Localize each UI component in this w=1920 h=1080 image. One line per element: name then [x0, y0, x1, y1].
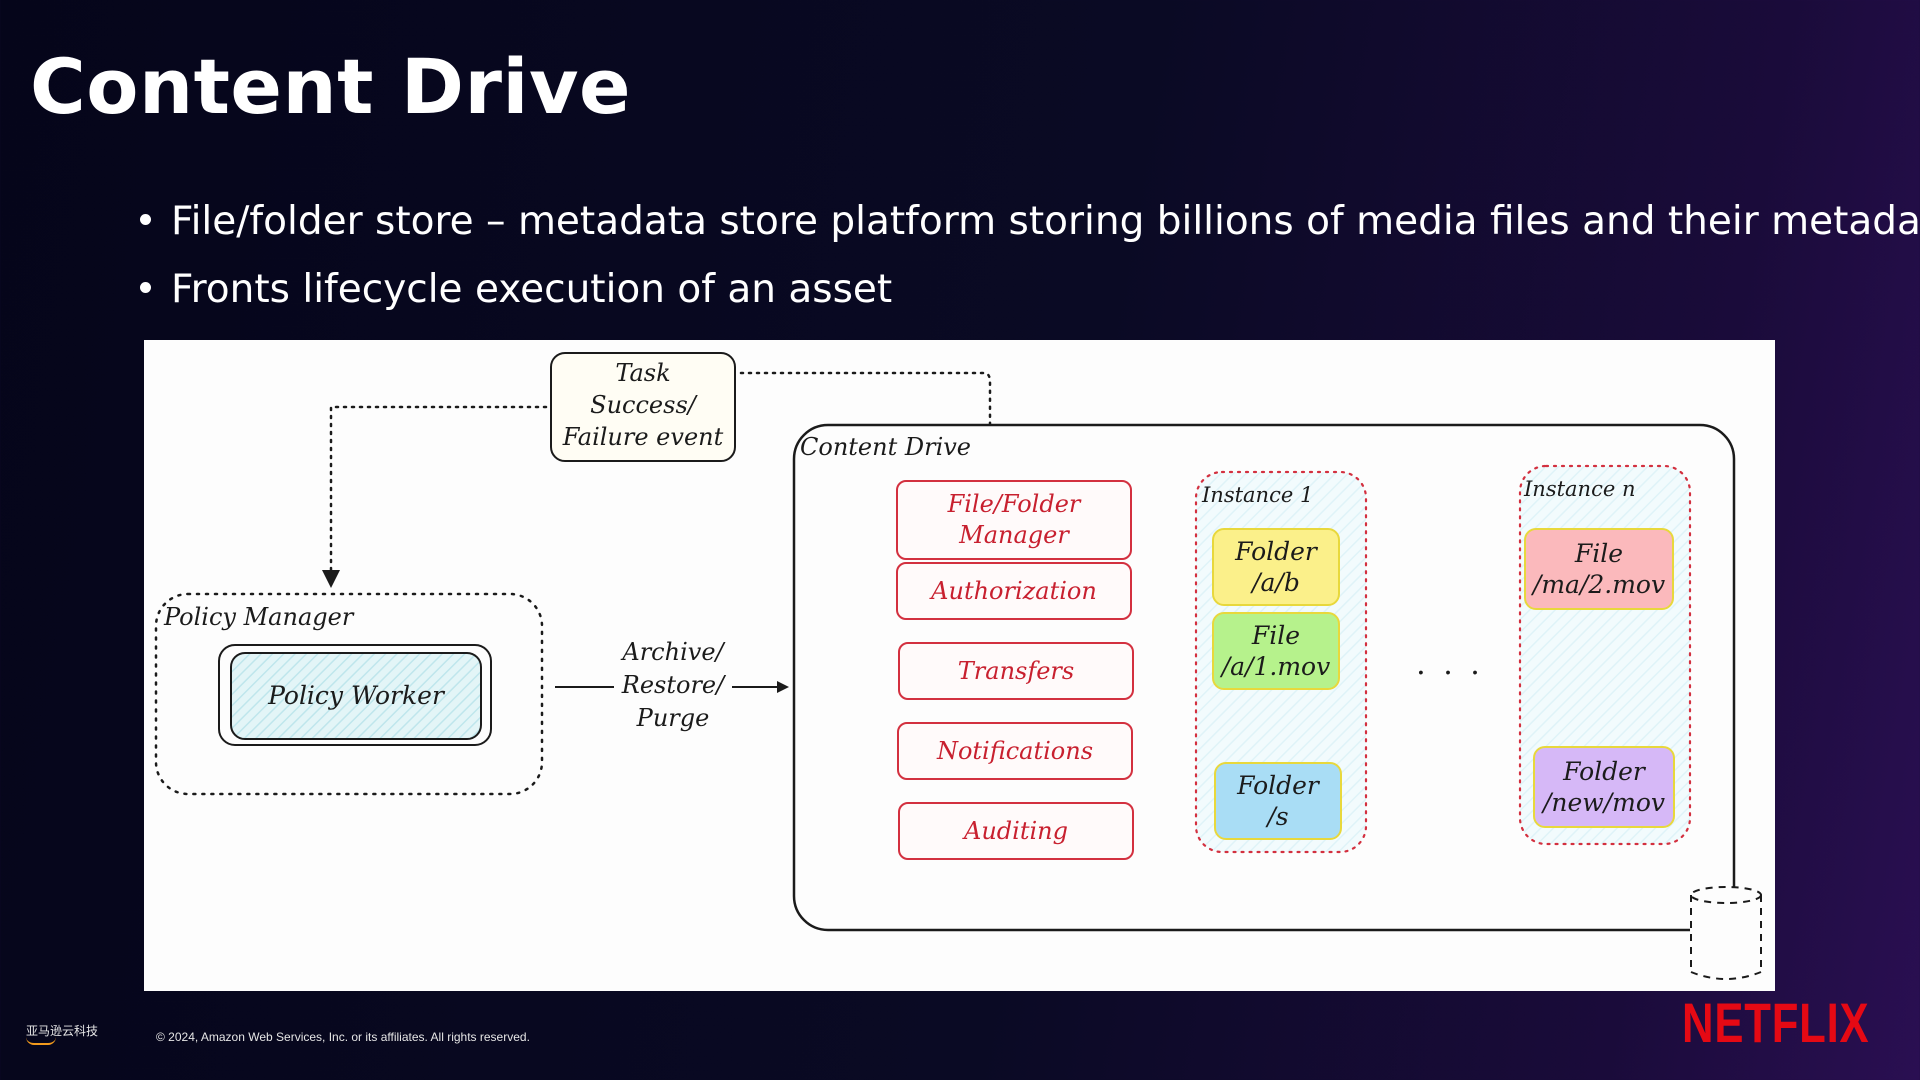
file-item: File /a/1.mov [1212, 612, 1340, 690]
archive-restore-purge-label: Archive/ Restore/ Purge [606, 636, 740, 735]
aws-china-logo: 亚马逊云科技 [26, 1022, 98, 1045]
bullet-dot [140, 214, 151, 225]
policy-worker-label: Policy Worker [268, 681, 444, 710]
file-folder-manager-box: File/Folder Manager [896, 480, 1132, 560]
netflix-logo: NETFLIX [1682, 991, 1870, 1054]
content-drive-label: Content Drive [800, 433, 971, 461]
aws-smile-icon [26, 1037, 56, 1045]
slide-title: Content Drive [30, 42, 632, 131]
instance-ellipsis: . . . [1416, 647, 1484, 682]
content-drive-container [792, 423, 1736, 932]
event-to-drive-line [739, 371, 992, 426]
database-icon [1690, 886, 1762, 986]
task-event-line: Task [615, 359, 671, 387]
task-event-box [550, 352, 736, 462]
policy-manager-label: Policy Manager [164, 603, 354, 631]
instance-n-label: Instance n [1524, 477, 1636, 501]
task-event-label: Task Success/ Failure event [551, 357, 735, 453]
policy-worker-inner [230, 652, 482, 740]
bullet-text: Fronts lifecycle execution of an asset [171, 267, 893, 312]
edge-label-line: Restore/ [621, 671, 725, 699]
edge-label-line: Archive/ [622, 638, 724, 666]
edge-label-line: Purge [636, 704, 710, 732]
authorization-box: Authorization [896, 562, 1132, 620]
transfers-box: Transfers [898, 642, 1134, 700]
aws-logo-text: 亚马逊云科技 [26, 1024, 99, 1038]
copyright-text: © 2024, Amazon Web Services, Inc. or its… [156, 1030, 530, 1044]
bullet-dot [140, 282, 151, 293]
file-item: File /ma/2.mov [1524, 528, 1674, 610]
policy-manager-container [154, 592, 544, 796]
notifications-box: Notifications [897, 722, 1133, 780]
architecture-diagram: Task Success/ Failure event Policy Manag… [144, 340, 1775, 991]
bullet-text: File/folder store – metadata store platf… [171, 199, 1920, 244]
folder-item: Folder /a/b [1212, 528, 1340, 606]
auditing-box: Auditing [898, 802, 1134, 860]
event-to-policy-line [329, 405, 548, 580]
task-event-line: Success/ [590, 391, 696, 419]
bullet-list: File/folder store – metadata store platf… [140, 188, 1920, 324]
bullet-item: Fronts lifecycle execution of an asset [140, 256, 1920, 324]
event-arrowhead [322, 570, 340, 588]
policy-worker-outer [218, 644, 492, 746]
task-event-line: Failure event [562, 423, 724, 451]
folder-item: Folder /s [1214, 762, 1342, 840]
bullet-item: File/folder store – metadata store platf… [140, 188, 1920, 256]
instance-1-label: Instance 1 [1202, 483, 1314, 507]
folder-item: Folder /new/mov [1533, 746, 1675, 828]
